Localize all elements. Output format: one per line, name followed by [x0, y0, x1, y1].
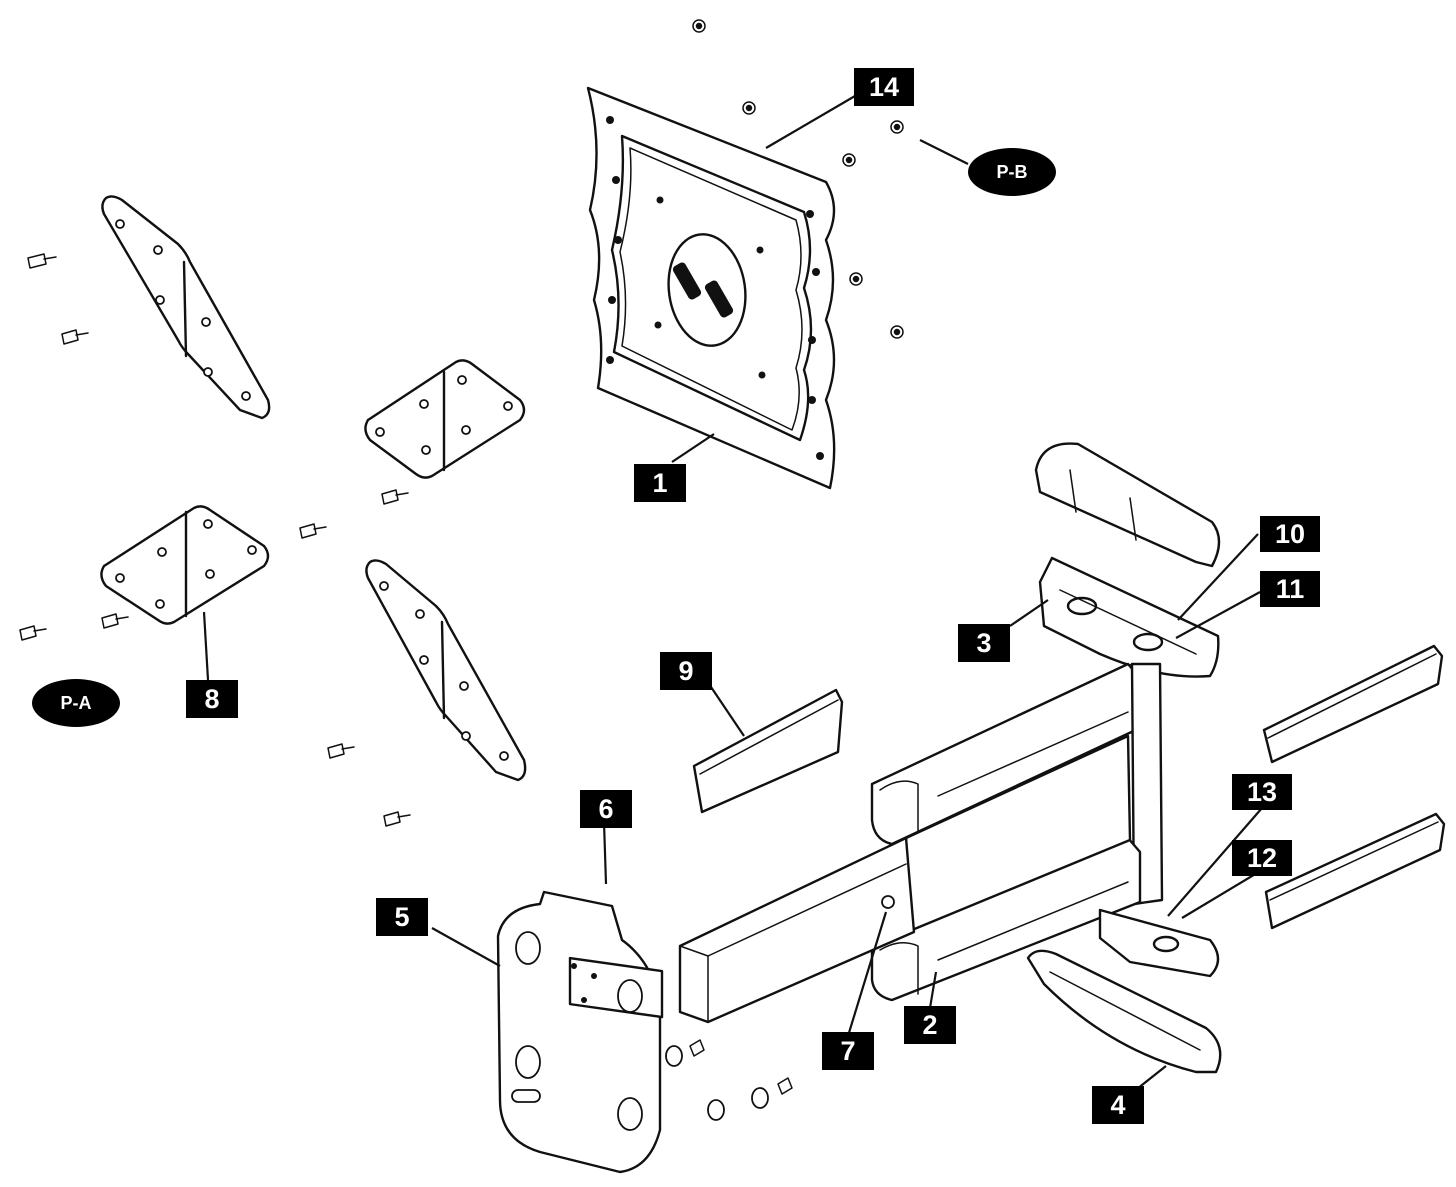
svg-text:8: 8 [204, 684, 219, 714]
callout-10: 10 [1260, 516, 1320, 552]
svg-text:P-A: P-A [61, 693, 92, 713]
svg-text:7: 7 [840, 1036, 855, 1066]
top-pivot-plate [1038, 556, 1220, 678]
callout-14: 14 [854, 68, 914, 106]
svg-text:12: 12 [1247, 843, 1277, 873]
spacer-bracket-bottom-left [100, 505, 270, 625]
washers-bolts [665, 1039, 793, 1121]
svg-text:9: 9 [678, 656, 693, 686]
svg-text:P-B: P-B [997, 162, 1028, 182]
svg-text:11: 11 [1276, 574, 1305, 604]
svg-text:4: 4 [1110, 1090, 1125, 1120]
callout-13: 13 [1232, 774, 1292, 810]
arm-cover-part-9 [692, 688, 844, 814]
spacer-bracket-bottom-middle [365, 559, 527, 782]
wall-plate [496, 890, 664, 1174]
svg-text:10: 10 [1275, 519, 1305, 549]
callout-11: 11 [1260, 571, 1320, 607]
top-cap [1034, 442, 1221, 568]
callout-7: 7 [822, 1032, 874, 1070]
pack-pb-badge: P-B [968, 148, 1056, 196]
svg-text:13: 13 [1247, 777, 1277, 807]
vesa-plate-part [586, 86, 836, 490]
spacer-bracket-top-left [101, 195, 271, 420]
callout-5: 5 [376, 898, 428, 936]
nuts-hardware [692, 19, 904, 339]
svg-text:6: 6 [598, 794, 613, 824]
callout-9: 9 [660, 652, 712, 690]
bottom-cover [1026, 949, 1222, 1074]
callout-6: 6 [580, 790, 632, 828]
callout-12: 12 [1232, 840, 1292, 876]
arm-cover-right-lower [1264, 812, 1446, 930]
svg-text:3: 3 [976, 628, 991, 658]
callout-3: 3 [958, 624, 1010, 662]
arm-cover-right-upper [1262, 644, 1444, 764]
svg-text:14: 14 [869, 72, 899, 102]
leader-lines [202, 95, 1263, 1105]
spacer-bracket-top-middle [364, 359, 526, 479]
svg-text:1: 1 [652, 468, 667, 498]
callout-2: 2 [904, 1006, 956, 1044]
pack-pa-badge: P-A [32, 679, 120, 727]
svg-text:5: 5 [394, 902, 409, 932]
callout-4: 4 [1092, 1086, 1144, 1124]
callout-1: 1 [634, 464, 686, 502]
callout-8: 8 [186, 680, 238, 718]
articulating-arm [678, 662, 1220, 1024]
svg-text:2: 2 [922, 1010, 937, 1040]
screws-hardware [19, 253, 411, 827]
